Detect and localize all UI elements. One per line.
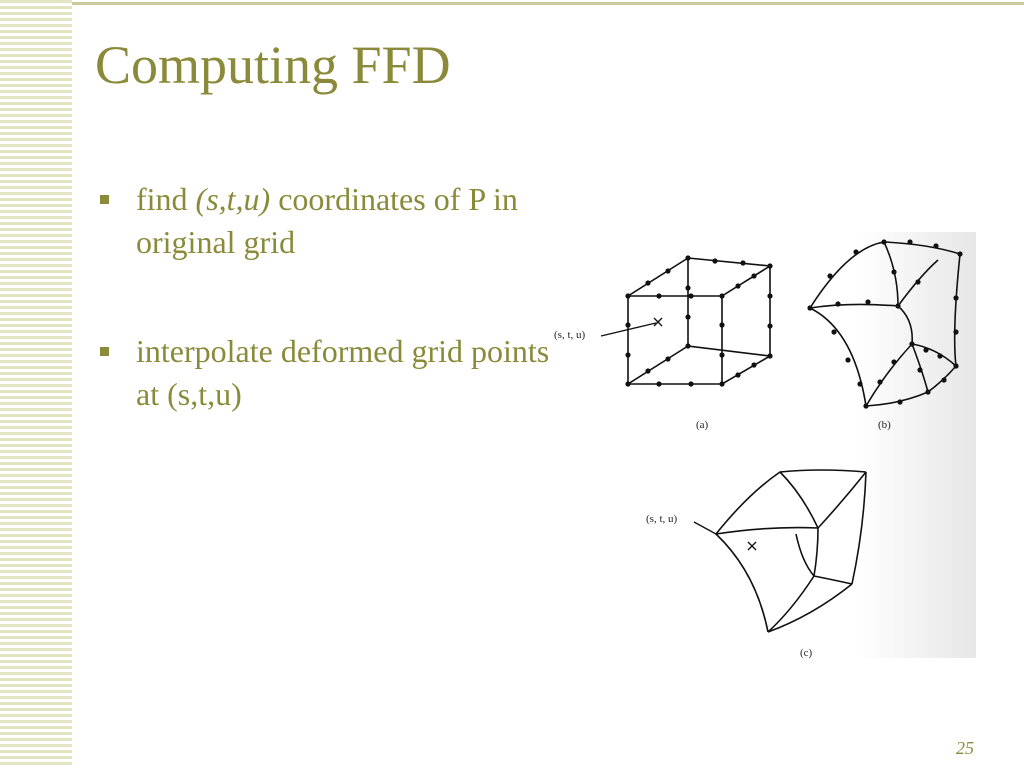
bullet-list: find (s,t,u) coordinates of P in origina… (98, 178, 568, 416)
grid-b-lattice (809, 241, 961, 407)
slide-title: Computing FFD (95, 35, 451, 95)
page-number: 25 (956, 738, 974, 758)
bullet-interpolate: interpolate deformed grid points at (s,t… (98, 330, 568, 416)
grid-a-control-points (625, 255, 773, 387)
point-label-a: (s, t, u) (554, 329, 586, 341)
point-p-marker-c (693, 521, 757, 551)
top-rule (72, 2, 1024, 5)
bullet-1-post: coordinates of P in original grid (136, 181, 518, 260)
grid-b-control-points (807, 239, 963, 409)
point-label-c: (s, t, u) (646, 513, 678, 525)
caption-a: (a) (696, 419, 709, 431)
deformed-object-c (715, 469, 867, 633)
square-bullet-icon (100, 195, 109, 204)
point-p-marker-a (600, 317, 663, 337)
caption-b: (b) (878, 419, 891, 431)
caption-c: (c) (800, 647, 813, 658)
ffd-illustration: (s, t, u) (a) (b) (548, 232, 976, 658)
left-decorative-stripes (0, 0, 72, 768)
ffd-diagram: (s, t, u) (a) (b) (554, 239, 963, 658)
bullet-1-pre: find (136, 181, 196, 217)
bullet-1-emph: (s,t,u) (195, 181, 271, 217)
bullet-2-text: interpolate deformed grid points at (s,t… (136, 333, 550, 412)
bullet-find-coordinates: find (s,t,u) coordinates of P in origina… (98, 178, 568, 264)
square-bullet-icon (100, 347, 109, 356)
grid-a-lattice (627, 257, 771, 385)
